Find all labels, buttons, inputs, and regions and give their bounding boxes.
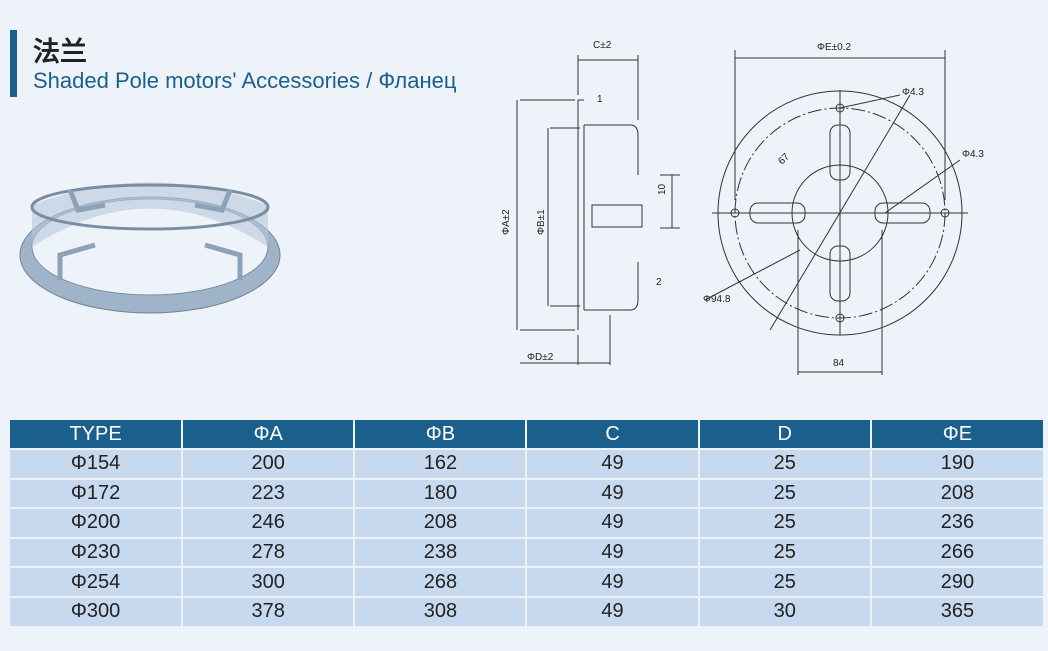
dim-hole-2: Φ4.3 xyxy=(962,149,984,160)
dim-2: 2 xyxy=(656,277,662,288)
dim-84: 84 xyxy=(833,358,845,369)
table-cell: Φ200 xyxy=(10,507,183,538)
dim-e: ΦE±0.2 xyxy=(817,42,851,53)
table-cell: 278 xyxy=(181,536,355,568)
front-view-drawing: ΦE±0.2 Φ4.3 Φ4.3 67 Φ94.8 84 xyxy=(703,42,984,375)
table-cell: 162 xyxy=(353,448,527,479)
table-cell: 308 xyxy=(353,595,527,626)
side-view-drawing: C±2 1 ΦA±2 ΦB±1 10 2 ΦD±2 xyxy=(501,40,680,365)
column-header: ΦE xyxy=(869,420,1043,449)
dim-67: 67 xyxy=(776,151,792,167)
table-cell: 208 xyxy=(353,507,527,538)
dim-1: 1 xyxy=(597,94,603,105)
dim-c: C±2 xyxy=(593,40,612,51)
table-cell: 49 xyxy=(525,507,699,538)
dim-d: ΦD±2 xyxy=(527,352,554,363)
column-header: TYPE xyxy=(10,420,183,449)
table-cell: Φ154 xyxy=(10,448,183,479)
table-cell: 49 xyxy=(525,536,699,568)
title-accent-bar xyxy=(10,30,17,97)
table-cell: 180 xyxy=(353,477,527,509)
table-cell: 49 xyxy=(525,566,699,597)
flange-photo xyxy=(19,182,281,314)
table-cell: Φ300 xyxy=(10,595,183,626)
page-title-en: Shaded Pole motors' Accessories / Фланец xyxy=(33,68,457,93)
table-cell: 223 xyxy=(181,477,355,509)
table-cell: 266 xyxy=(869,536,1043,568)
table-cell: 190 xyxy=(869,448,1043,479)
page-title-cn: 法兰 xyxy=(33,37,87,67)
table-cell: 25 xyxy=(697,566,871,597)
dim-b: ΦB±1 xyxy=(536,209,547,235)
table-cell: 30 xyxy=(697,595,871,626)
table-cell: 238 xyxy=(353,536,527,568)
table-cell: 378 xyxy=(181,595,355,626)
table-cell: 49 xyxy=(525,477,699,509)
table-cell: 290 xyxy=(869,566,1043,597)
table-cell: 200 xyxy=(181,448,355,479)
table-cell: 49 xyxy=(525,448,699,479)
illustrations: C±2 1 ΦA±2 ΦB±1 10 2 ΦD±2 ΦE±0.2 Φ4.3 Φ4… xyxy=(19,40,984,375)
table-cell: 365 xyxy=(869,595,1043,626)
table-cell: 25 xyxy=(697,507,871,538)
column-header: ΦB xyxy=(353,420,527,449)
table-cell: Φ172 xyxy=(10,477,183,509)
table-cell: 49 xyxy=(525,595,699,626)
table-cell: 208 xyxy=(869,477,1043,509)
table-cell: 300 xyxy=(181,566,355,597)
table-cell: 25 xyxy=(697,448,871,479)
table-cell: 236 xyxy=(869,507,1043,538)
table-cell: Φ254 xyxy=(10,566,183,597)
column-header: D xyxy=(697,420,871,449)
table-cell: 246 xyxy=(181,507,355,538)
dim-hole-1: Φ4.3 xyxy=(902,87,924,98)
table-cell: 25 xyxy=(697,536,871,568)
column-header: C xyxy=(525,420,699,449)
table-cell: 268 xyxy=(353,566,527,597)
dim-10: 10 xyxy=(657,183,668,195)
table-cell: 25 xyxy=(697,477,871,509)
dim-94-8: Φ94.8 xyxy=(703,294,731,305)
dim-a: ΦA±2 xyxy=(501,209,512,235)
column-header: ΦA xyxy=(181,420,355,449)
table-cell: Φ230 xyxy=(10,536,183,568)
